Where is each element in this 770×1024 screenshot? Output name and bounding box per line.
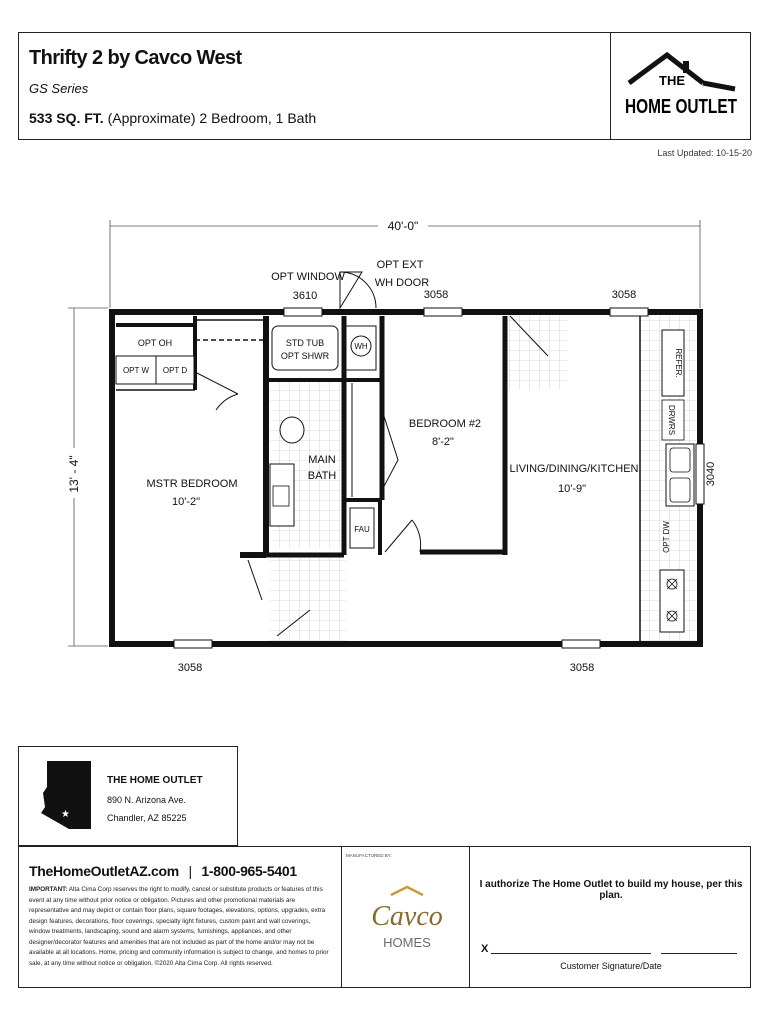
toilet — [279, 416, 305, 444]
entry-tile-floor — [508, 316, 568, 390]
opt-ext-door-label-2: WH DOOR — [375, 277, 429, 289]
main-bath-label-2: BATH — [308, 470, 337, 482]
dealer-box: ★ THE HOME OUTLET 890 N. Arizona Ave. Ch… — [18, 746, 238, 846]
fau-label: FAU — [354, 525, 370, 534]
drawers — [661, 399, 685, 441]
opt-oh-label: OPT OH — [138, 338, 172, 348]
signature-line[interactable] — [491, 953, 651, 954]
footer-divider-1 — [341, 847, 342, 987]
contact-line: TheHomeOutletAZ.com | 1-800-965-5401 — [29, 863, 297, 879]
master-bedroom-size: 10'-2" — [172, 496, 200, 508]
contact-separator: | — [188, 863, 192, 879]
wh-label: WH — [354, 342, 368, 351]
top-window-1-label: 3058 — [424, 289, 448, 301]
living-label: LIVING/DINING/KITCHEN — [510, 463, 639, 475]
signature-label: Customer Signature/Date — [560, 961, 662, 971]
top-window-2-label: 3058 — [612, 289, 636, 301]
footer-divider-2 — [469, 847, 470, 987]
bathtub — [271, 325, 339, 371]
refer-label: REFER. — [674, 348, 683, 377]
opt-shwr-label: OPT SHWR — [281, 351, 330, 361]
square-footage: 533 SQ. FT. (Approximate) 2 Bedroom, 1 B… — [29, 110, 316, 126]
important-label: IMPORTANT: — [29, 886, 68, 893]
last-updated: Last Updated: 10-15-20 — [657, 148, 752, 158]
dealer-street: 890 N. Arizona Ave. — [107, 795, 186, 805]
furnace — [349, 507, 375, 549]
interior-walls — [116, 316, 641, 641]
opt-w-label: OPT W — [123, 366, 150, 375]
windows — [173, 307, 705, 649]
header-box: Thrifty 2 by Cavco West GS Series 533 SQ… — [18, 32, 751, 140]
std-tub-label: STD TUB — [286, 338, 324, 348]
cavco-text: Cavco — [371, 901, 443, 932]
bedroom2-size: 8'-2" — [432, 436, 454, 448]
width-label: 40'-0" — [388, 219, 419, 233]
main-bath-label-1: MAIN — [308, 454, 336, 466]
website-link[interactable]: TheHomeOutletAZ.com — [29, 863, 179, 879]
logo-the: THE — [659, 73, 685, 88]
width-dimension: 40'-0" — [109, 218, 701, 308]
doors — [194, 271, 549, 637]
water-heater — [350, 335, 372, 357]
drwrs-label: DRWRS — [667, 405, 676, 435]
series-name: GS Series — [29, 81, 89, 96]
depth-dimension: 13' - 4" — [66, 307, 108, 647]
bottom-window-1-label: 3058 — [178, 662, 202, 674]
bedroom2-label: BEDROOM #2 — [409, 418, 481, 430]
svg-text:★: ★ — [61, 809, 70, 820]
master-bedroom-label: MSTR BEDROOM — [146, 478, 237, 490]
signature-x: X — [481, 943, 489, 955]
right-window-label: 3040 — [705, 462, 717, 486]
opt-d-label: OPT D — [163, 366, 188, 375]
bottom-window-2-label: 3058 — [570, 662, 594, 674]
washer-box — [115, 355, 157, 385]
home-outlet-logo: THE HOME OUTLET — [625, 51, 737, 118]
opt-dw-label: OPT DW — [662, 521, 671, 553]
date-line[interactable] — [661, 953, 737, 954]
footer-box: TheHomeOutletAZ.com | 1-800-965-5401 IMP… — [18, 846, 751, 988]
header-divider — [610, 33, 611, 139]
opt-ext-door-label-1: OPT EXT — [377, 259, 424, 271]
opt-window-size: 3610 — [293, 290, 317, 302]
important-text: Alta Cima Corp reserves the right to mod… — [29, 886, 329, 967]
sqft-detail: (Approximate) 2 Bedroom, 1 Bath — [107, 110, 317, 126]
bath-sink — [272, 485, 290, 507]
important-notice: IMPORTANT: Alta Cima Corp reserves the r… — [29, 885, 333, 969]
plan-title: Thrifty 2 by Cavco West — [29, 47, 242, 69]
floor-plan: 40'-0" 13' - 4" — [66, 218, 717, 674]
cavco-homes-text: HOMES — [383, 935, 431, 950]
arizona-map-icon: ★ — [41, 761, 91, 829]
refrigerator — [661, 329, 685, 397]
hall-tile-floor — [270, 552, 346, 641]
dealer-city: Chandler, AZ 85225 — [107, 813, 187, 823]
range-burners — [666, 578, 678, 622]
depth-label: 13' - 4" — [67, 455, 81, 492]
sink-bowl-1 — [669, 447, 691, 473]
manufactured-by-label: MANUFACTURED BY: — [346, 853, 392, 858]
phone-number[interactable]: 1-800-965-5401 — [201, 863, 297, 879]
dealer-name: THE HOME OUTLET — [107, 775, 203, 786]
logo-home-outlet: HOME OUTLET — [625, 96, 737, 118]
cavco-homes-logo: Cavco HOMES — [371, 885, 443, 950]
opt-window-label: OPT WINDOW — [271, 271, 345, 283]
sqft-value: 533 SQ. FT. — [29, 110, 104, 126]
living-size: 10'-9" — [558, 483, 586, 495]
dryer-box — [155, 355, 195, 385]
authorization-text: I authorize The Home Outlet to build my … — [479, 879, 743, 901]
range — [659, 569, 685, 633]
sink-bowl-2 — [669, 477, 691, 503]
